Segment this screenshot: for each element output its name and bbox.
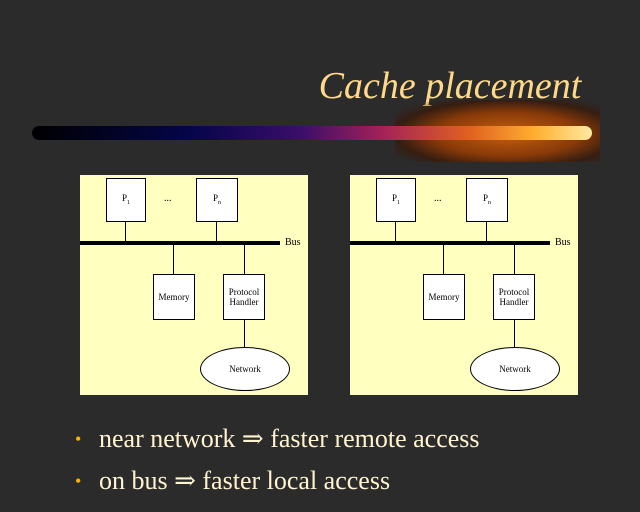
connector-line (443, 245, 444, 275)
bus-label: Bus (555, 237, 571, 248)
processor-1-box: P1 (106, 178, 146, 222)
bus-line (80, 241, 280, 245)
bullet-dot-icon: • (75, 428, 82, 449)
processor-n-box: Pn (196, 178, 238, 222)
bus-label: Bus (285, 237, 301, 248)
bullet-text: near network ⇒ faster remote access (99, 424, 480, 453)
processor-1-label: P1 (391, 192, 400, 206)
connector-line (514, 320, 515, 348)
bullet-text: on bus ⇒ faster local access (99, 466, 391, 495)
network-ellipse: Network (200, 347, 290, 391)
bullet-item: • near network ⇒ faster remote access (75, 418, 480, 460)
memory-box: Memory (423, 274, 465, 320)
bullet-list: • near network ⇒ faster remote access • … (75, 418, 480, 502)
protocol-handler-box: Protocol Handler (493, 274, 535, 320)
connector-line (514, 245, 515, 275)
diagram-left: P1 ... Pn Bus Memory Protocol Handler Ne… (80, 175, 308, 395)
connector-line (395, 222, 396, 241)
connector-line (244, 320, 245, 348)
processor-n-box: Pn (466, 178, 508, 222)
connector-line (486, 222, 487, 241)
connector-line (173, 245, 174, 275)
processor-n-label: Pn (212, 192, 221, 206)
protocol-handler-box: Protocol Handler (223, 274, 265, 320)
memory-box: Memory (153, 274, 195, 320)
network-ellipse: Network (470, 347, 560, 391)
processor-1-label: P1 (121, 192, 130, 206)
decorative-gradient-bar (32, 126, 592, 140)
processor-1-box: P1 (376, 178, 416, 222)
diagram-right: P1 ... Pn Bus Memory Protocol Handler Ne… (350, 175, 578, 395)
processor-n-label: Pn (482, 192, 491, 206)
connector-line (125, 222, 126, 241)
connector-line (216, 222, 217, 241)
bullet-item: • on bus ⇒ faster local access (75, 460, 480, 502)
bullet-dot-icon: • (75, 470, 82, 491)
processor-ellipsis: ... (434, 193, 442, 204)
connector-line (244, 245, 245, 275)
bus-line (350, 241, 550, 245)
processor-ellipsis: ... (164, 193, 172, 204)
